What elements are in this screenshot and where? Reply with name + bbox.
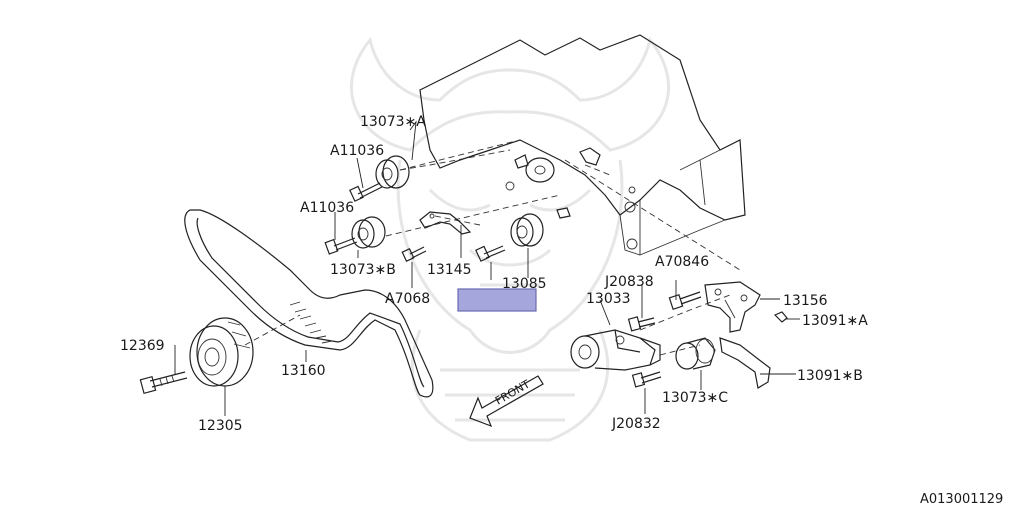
front-arrow-icon (469, 375, 544, 428)
bracket-13145[interactable] (419, 211, 472, 235)
idler-pulley-upper[interactable] (375, 155, 410, 189)
bolt-j20838[interactable] (627, 316, 656, 332)
diagram-code: A013001129 (920, 492, 1003, 507)
watermark-emblem (350, 36, 670, 442)
label-13160[interactable]: 13160 (281, 363, 326, 379)
bolt-a11036-upper[interactable] (349, 182, 383, 202)
label-13091-b[interactable]: 13091∗B (797, 368, 863, 384)
label-a11036-lower[interactable]: A11036 (300, 200, 354, 216)
assembly-dashed-lines (244, 139, 741, 356)
cover-13091b[interactable] (719, 337, 771, 389)
crank-bolt-12369[interactable] (139, 371, 188, 395)
label-13073-a[interactable]: 13073∗A (360, 114, 426, 130)
bolt-j20832[interactable] (631, 371, 662, 388)
label-a11036-upper[interactable]: A11036 (330, 143, 384, 159)
label-13156[interactable]: 13156 (783, 293, 828, 309)
timing-belt-13160[interactable] (184, 209, 434, 398)
leader-lines (174, 120, 800, 416)
bolt-13085[interactable] (475, 245, 506, 262)
crank-pulley-12305[interactable] (189, 317, 254, 387)
bolt-a70846[interactable] (668, 291, 702, 311)
front-label: FRONT (493, 377, 532, 407)
cover-13091a[interactable] (773, 311, 788, 323)
label-13145[interactable]: 13145 (427, 262, 472, 278)
label-13091-a[interactable]: 13091∗A (802, 313, 868, 329)
label-13033[interactable]: 13033 (586, 291, 631, 307)
label-a70846[interactable]: A70846 (655, 254, 709, 270)
bolt-a7068[interactable] (401, 246, 427, 263)
bolt-a11036-lower[interactable] (324, 237, 358, 255)
idler-pulley-lower[interactable] (351, 216, 386, 249)
label-a7068[interactable]: A7068 (385, 291, 430, 307)
engine-block (419, 34, 746, 256)
bracket-13156[interactable] (704, 281, 761, 333)
label-j20838[interactable]: J20838 (604, 274, 654, 290)
idler-pulley-13073c[interactable] (675, 337, 716, 370)
tensioner-assembly-13033[interactable] (570, 329, 661, 371)
highlight-box[interactable] (457, 288, 537, 312)
label-12369[interactable]: 12369 (120, 338, 165, 354)
tensioner-pulley-13085[interactable] (510, 207, 571, 247)
label-12305[interactable]: 12305 (198, 418, 243, 434)
label-13073-b[interactable]: 13073∗B (330, 262, 396, 278)
label-13073-c[interactable]: 13073∗C (662, 390, 728, 406)
label-13085[interactable]: 13085 (502, 276, 547, 292)
label-j20832[interactable]: J20832 (611, 416, 661, 432)
cam-hardware (505, 147, 601, 191)
